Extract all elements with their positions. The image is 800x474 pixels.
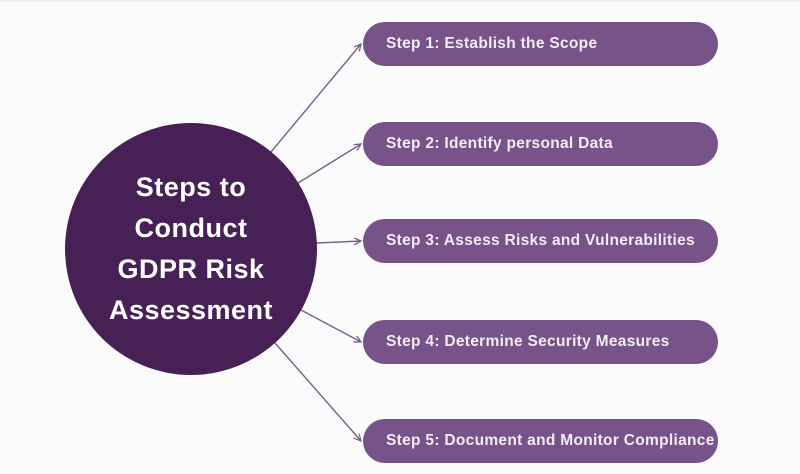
connector-line-step-1 bbox=[270, 44, 361, 153]
diagram-hub-circle: Steps to Conduct GDPR Risk Assessment bbox=[65, 123, 317, 375]
step-pill-2: Step 2: Identify personal Data bbox=[363, 122, 718, 166]
step-pill-3: Step 3: Assess Risks and Vulnerabilities bbox=[363, 219, 718, 263]
hub-title-line: Assessment bbox=[108, 295, 274, 325]
step-pill-4: Step 4: Determine Security Measures bbox=[363, 320, 718, 364]
connector-line-step-4 bbox=[300, 309, 361, 342]
hub-title-line: GDPR Risk bbox=[117, 254, 265, 284]
hub-title-line: Conduct bbox=[134, 213, 248, 243]
step-pill-label: Step 3: Assess Risks and Vulnerabilities bbox=[386, 232, 695, 249]
step-pill-label: Step 5: Document and Monitor Compliance bbox=[386, 432, 715, 449]
step-pill-label: Step 2: Identify personal Data bbox=[386, 135, 613, 152]
connector-line-step-5 bbox=[274, 342, 361, 441]
step-pill-5: Step 5: Document and Monitor Compliance bbox=[363, 419, 718, 463]
step-pill-label: Step 1: Establish the Scope bbox=[386, 35, 598, 52]
hub-title-line: Steps to bbox=[135, 172, 247, 202]
step-pill-label: Step 4: Determine Security Measures bbox=[386, 333, 670, 350]
connector-line-step-3 bbox=[316, 241, 361, 243]
connector-line-step-2 bbox=[297, 144, 361, 184]
step-pill-1: Step 1: Establish the Scope bbox=[363, 22, 718, 66]
